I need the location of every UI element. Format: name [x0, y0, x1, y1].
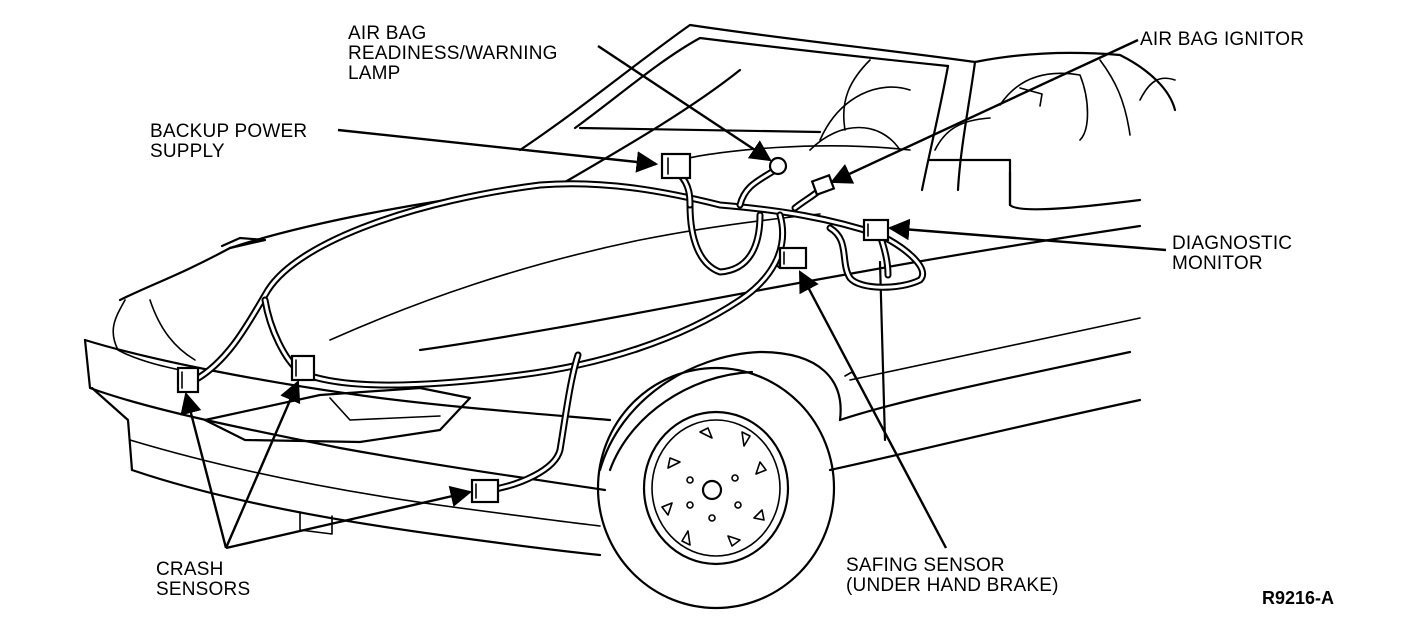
- label-line: DIAGNOSTIC: [1172, 233, 1293, 254]
- car-body: [83, 23, 1177, 610]
- label-line: LAMP: [348, 63, 401, 84]
- diagnostic-monitor-unit: [862, 218, 890, 242]
- air-bag-ignitor-unit: [810, 173, 836, 197]
- label-line: AIR BAG IGNITOR: [1140, 29, 1305, 50]
- crash-sensor-right: [470, 478, 500, 504]
- label-line: CRASH: [156, 559, 224, 580]
- label-air-bag-ignitor: AIR BAG IGNITOR: [1140, 30, 1304, 50]
- label-diagnostic-monitor: DIAGNOSTIC MONITOR: [1172, 234, 1292, 274]
- label-line: MONITOR: [1172, 253, 1263, 274]
- leader-lines: [180, 38, 1167, 550]
- crash-sensor-center: [290, 354, 316, 382]
- safing-sensor-unit: [778, 246, 808, 270]
- backup-power-supply-unit: [660, 152, 692, 180]
- label-line: READINESS/WARNING: [348, 43, 558, 64]
- label-line: (UNDER HAND BRAKE): [846, 575, 1059, 596]
- warning-lamp-unit: [768, 156, 788, 176]
- label-crash-sensors: CRASH SENSORS: [156, 560, 250, 600]
- label-line: SENSORS: [156, 579, 251, 600]
- label-backup-power: BACKUP POWER SUPPLY: [150, 122, 307, 162]
- label-line: BACKUP POWER: [150, 121, 308, 142]
- label-line: SUPPLY: [150, 141, 225, 162]
- label-line: AIR BAG: [348, 23, 427, 44]
- figure-id: R9216-A: [1262, 588, 1335, 608]
- crash-sensor-left: [176, 366, 200, 394]
- label-safing-sensor: SAFING SENSOR (UNDER HAND BRAKE): [846, 556, 1059, 596]
- label-air-bag-lamp: AIR BAG READINESS/WARNING LAMP: [348, 24, 558, 84]
- label-line: SAFING SENSOR: [846, 555, 1005, 576]
